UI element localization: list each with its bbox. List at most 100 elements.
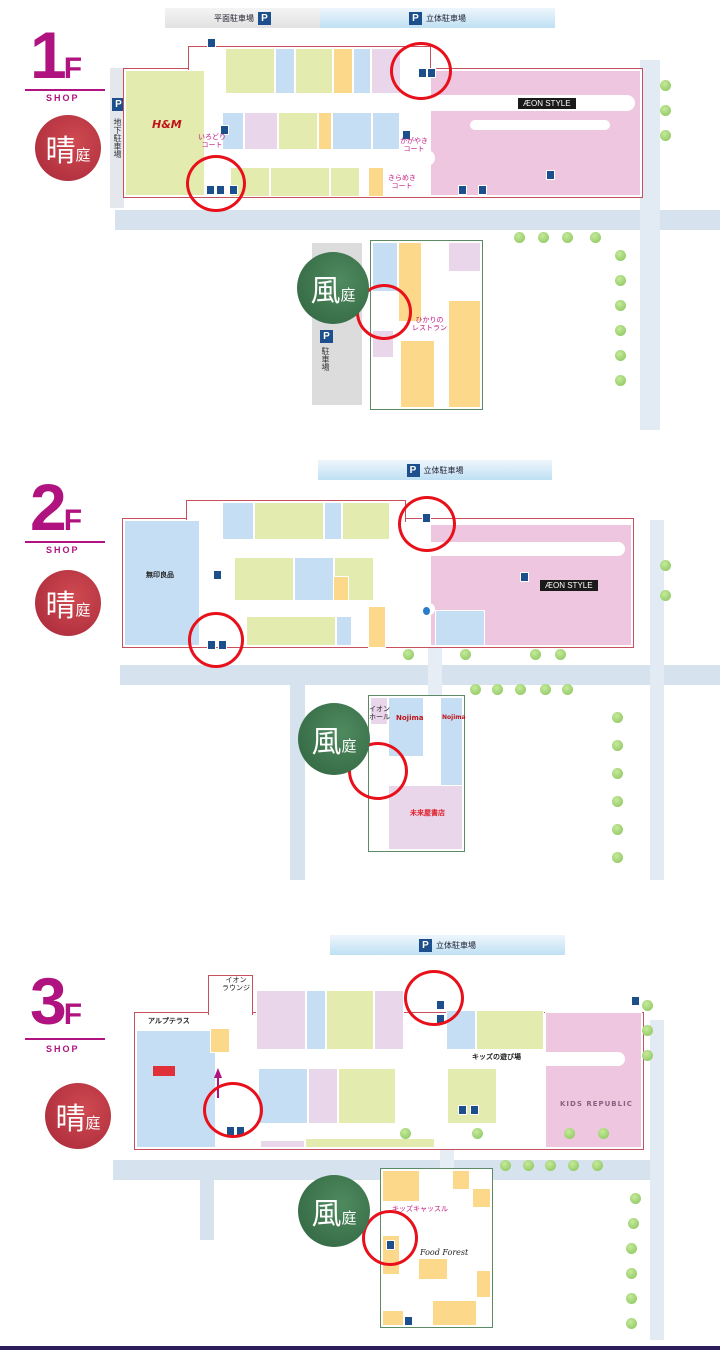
divider (25, 541, 105, 543)
road (650, 520, 664, 880)
shop-block[interactable] (330, 167, 360, 197)
aeon-hall-label: イオン ホール (369, 705, 390, 722)
shop-block[interactable] (476, 1010, 544, 1050)
parking-icon: P (409, 11, 422, 25)
shop-block[interactable] (472, 1188, 491, 1208)
shop-block[interactable] (374, 990, 404, 1050)
shop-block[interactable] (306, 990, 326, 1050)
shop-block[interactable] (432, 1300, 477, 1326)
shop-block[interactable] (372, 112, 400, 150)
shop-block[interactable] (338, 1068, 396, 1124)
tree-icon (626, 1268, 637, 1279)
sports-store[interactable] (136, 1030, 216, 1148)
tree-icon (612, 712, 623, 723)
shop-block[interactable] (258, 1068, 308, 1124)
shop-block[interactable] (222, 502, 254, 540)
tree-icon (514, 232, 525, 243)
tree-icon (626, 1318, 637, 1329)
shop-block[interactable] (368, 606, 386, 648)
bridge (440, 1150, 454, 1170)
kids-play-area-label: キッズの遊び場 (472, 1053, 521, 1061)
shop-block[interactable] (372, 242, 398, 292)
shop-block[interactable] (476, 1270, 491, 1298)
road (120, 665, 720, 685)
nojima-store[interactable] (440, 697, 463, 787)
shop-block[interactable] (254, 502, 324, 540)
shop-block[interactable] (234, 557, 294, 601)
underground-parking-label: 地下駐車場 (113, 118, 122, 158)
escalator-icon (213, 570, 222, 580)
shop-block[interactable] (448, 242, 481, 272)
shop-block[interactable] (318, 112, 332, 150)
corridor (205, 603, 435, 615)
shop-block[interactable] (382, 1310, 404, 1326)
shop-block[interactable] (435, 610, 485, 646)
tree-icon (540, 684, 551, 695)
information-icon (422, 606, 431, 616)
shop-block[interactable] (333, 576, 349, 601)
shop-block[interactable] (353, 48, 371, 94)
parking-icon: P (406, 463, 420, 477)
bottom-border (0, 1346, 720, 1350)
shop-block[interactable] (256, 990, 306, 1050)
shop-block[interactable] (332, 112, 372, 150)
sports-logo (153, 1066, 175, 1076)
parking-icon: P (112, 98, 125, 111)
muji-store[interactable] (124, 520, 200, 646)
shop-block[interactable] (278, 112, 318, 150)
shop-block[interactable] (326, 990, 374, 1050)
shop-block[interactable] (294, 557, 334, 601)
tree-icon (615, 350, 626, 361)
shop-block[interactable] (210, 1028, 230, 1053)
hikari-restaurant-label: ひかりの レストラン (412, 316, 447, 333)
arrow-up-icon (214, 1068, 222, 1078)
shop-block[interactable] (400, 340, 435, 408)
floor-label: 1F (30, 18, 83, 92)
shop-label: SHOP (46, 1044, 80, 1054)
tree-icon (630, 1193, 641, 1204)
parking-icon: P (320, 330, 333, 343)
tree-icon (545, 1160, 556, 1171)
tree-icon (660, 590, 671, 601)
kagayaki-court-label: かがやき コート (400, 137, 428, 154)
tree-icon (400, 1128, 411, 1139)
aeon-hall[interactable] (370, 697, 388, 725)
highlight-circle (398, 496, 456, 552)
shop-block[interactable] (225, 48, 275, 94)
bookstore[interactable] (388, 785, 463, 850)
shop-block[interactable] (368, 167, 384, 197)
shop-block[interactable] (260, 1140, 305, 1148)
shop-block[interactable] (447, 1068, 497, 1124)
nojima-logo: Nojima (442, 714, 466, 721)
restroom-icon (404, 1316, 413, 1326)
shop-block[interactable] (382, 1170, 420, 1202)
shop-block[interactable] (308, 1068, 338, 1124)
parking-icon: P (419, 938, 432, 952)
shop-block[interactable] (342, 502, 390, 540)
tree-icon (660, 130, 671, 141)
shop-block[interactable] (244, 112, 278, 150)
shop-block[interactable] (275, 48, 295, 94)
tree-icon (590, 232, 601, 243)
aeon-style-store[interactable] (430, 70, 641, 196)
shop-block[interactable] (270, 167, 330, 197)
tree-icon (615, 300, 626, 311)
restroom-icon (470, 1105, 479, 1115)
tree-icon (642, 1000, 653, 1011)
shop-block[interactable] (246, 616, 336, 646)
shop-block[interactable] (448, 300, 481, 408)
shop-block[interactable] (295, 48, 333, 94)
tree-icon (660, 80, 671, 91)
shop-block[interactable] (336, 616, 352, 646)
shop-block[interactable] (333, 48, 353, 94)
shop-block[interactable] (324, 502, 342, 540)
shop-block[interactable] (305, 1138, 435, 1148)
kids-republic-store[interactable] (545, 1012, 642, 1148)
shop-block[interactable] (452, 1170, 470, 1190)
aeon-style-logo: ÆON STYLE (518, 98, 576, 109)
shop-block[interactable] (418, 1258, 448, 1280)
